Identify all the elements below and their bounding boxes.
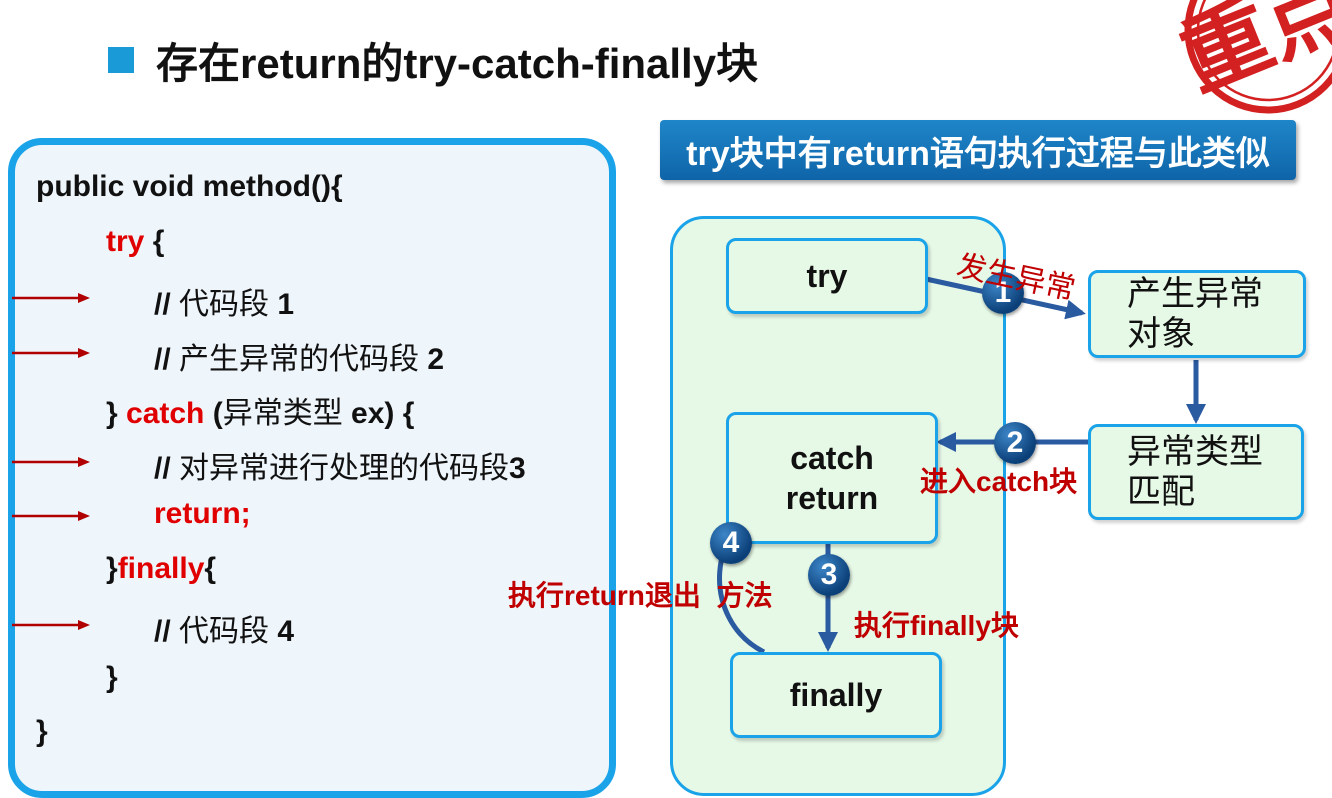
flow-arrows xyxy=(717,276,1206,655)
code-token: 代码段 xyxy=(179,288,270,321)
slide-title: 存在return的try-catch-finally块 xyxy=(108,30,758,90)
step-badge-2: 2 xyxy=(994,422,1036,464)
code-token: { xyxy=(204,551,217,585)
node-try: try xyxy=(726,238,928,314)
step-badge-3: 3 xyxy=(808,554,850,596)
code-panel xyxy=(8,138,616,798)
code-token: public void method(){ xyxy=(36,170,343,203)
code-token: ex) { xyxy=(342,397,415,430)
code-line-9: // 代码段 4 xyxy=(154,606,294,650)
node-type-match: 异常类型 匹配 xyxy=(1088,424,1304,520)
code-token: 3 xyxy=(509,451,526,485)
code-token: } xyxy=(106,397,127,430)
code-token: 产生异常的代码段 xyxy=(179,342,420,376)
execution-arrow-icon xyxy=(12,511,90,521)
code-line-3: // 代码段 1 xyxy=(154,279,294,323)
code-token: return; xyxy=(154,497,251,530)
code-token: 4 xyxy=(269,615,295,648)
execution-arrow-icon xyxy=(12,293,90,303)
node-finally: finally xyxy=(730,652,942,738)
code-line-4: // 产生异常的代码段 2 xyxy=(154,334,444,378)
code-token: 代码段 xyxy=(179,615,270,648)
banner: try块中有return语句执行过程与此类似 xyxy=(660,120,1296,180)
code-token: } xyxy=(36,715,48,748)
code-token: 异常类型 xyxy=(222,397,343,430)
code-line-1: public void method(){ xyxy=(36,170,343,204)
code-token: finally xyxy=(117,551,205,585)
code-token: // xyxy=(154,342,180,376)
code-line-11: } xyxy=(36,715,48,749)
code-token: // xyxy=(154,615,180,648)
code-token: ( xyxy=(204,397,223,430)
code-token: // xyxy=(154,288,180,321)
label-run-return: 执行return退出 方法 xyxy=(508,580,773,611)
code-line-2: try { xyxy=(106,225,164,259)
code-token: 2 xyxy=(419,342,445,376)
step-badge-4: 4 xyxy=(710,522,752,564)
code-line-10: } xyxy=(106,661,118,695)
label-run-finally: 执行finally块 xyxy=(854,610,1019,641)
code-token: try xyxy=(106,224,145,258)
code-line-6: // 对异常进行处理的代码段3 xyxy=(154,443,526,487)
banner-text: try块中有return语句执行过程与此类似 xyxy=(686,134,1270,173)
node-catch-return: catch return xyxy=(726,412,938,544)
code-token: catch xyxy=(126,397,205,430)
node-exception-object: 产生异常 对象 xyxy=(1088,270,1306,358)
key-point-stamp-icon: 重点 xyxy=(1167,0,1332,114)
execution-arrow-icon xyxy=(12,347,90,358)
code-token: } xyxy=(106,551,118,585)
title-text: 存在return的try-catch-finally块 xyxy=(156,39,759,87)
code-line-5: } catch (异常类型 ex) { xyxy=(106,388,414,432)
code-token: } xyxy=(106,660,118,694)
code-token: { xyxy=(144,224,165,258)
code-line-8: }finally{ xyxy=(106,552,216,586)
execution-arrow-icon xyxy=(12,620,90,630)
code-token: 对异常进行处理的代码段 xyxy=(179,451,510,485)
code-token: 1 xyxy=(269,288,295,321)
code-token: // xyxy=(154,451,180,485)
execution-arrow-icon xyxy=(12,456,90,467)
title-bullet-square-icon xyxy=(108,47,134,73)
label-enter-catch: 进入catch块 xyxy=(920,466,1078,497)
code-line-7: return; xyxy=(154,497,251,531)
step-badge-1: 1 xyxy=(982,272,1024,314)
